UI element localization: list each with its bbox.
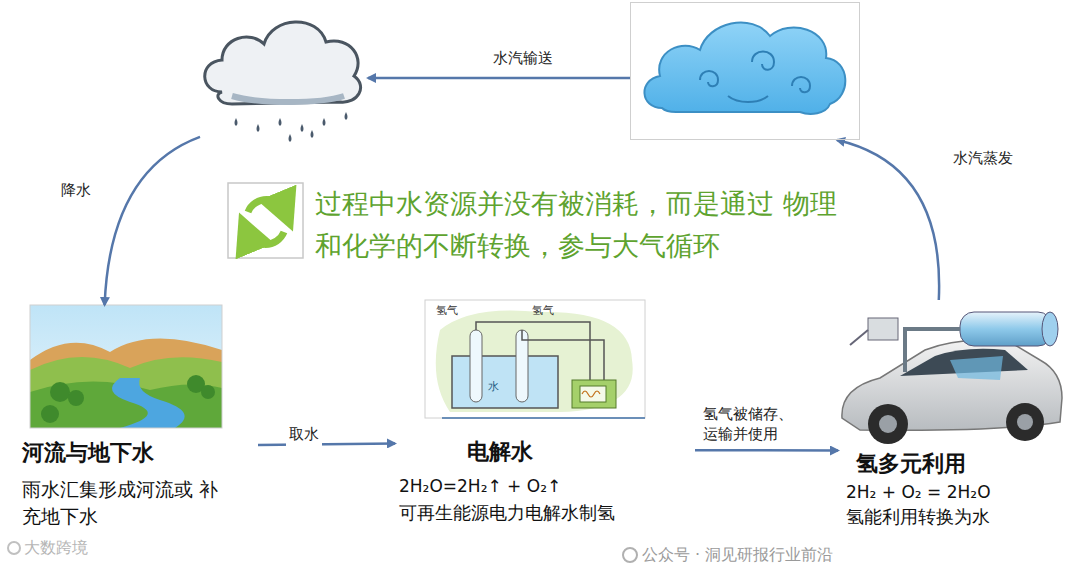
stage-heading: 氢多元利用 xyxy=(856,450,1078,479)
vapour-cloud xyxy=(644,22,845,113)
water-label: 水 xyxy=(488,380,499,393)
watermark-icon xyxy=(623,548,637,562)
watermark-icon xyxy=(8,542,20,554)
stage-node: 电解水 2H₂O=2H₂↑ + O₂↑ 可再生能源电力电解水制氢 xyxy=(395,300,695,524)
watermark: 公众号 · 洞见研报行业前沿 xyxy=(642,545,833,564)
cloud-node xyxy=(630,2,860,140)
flow-arrow xyxy=(837,140,939,300)
recycle-icon xyxy=(228,183,303,258)
stage-heading: 电解水 xyxy=(467,438,695,467)
river-picture xyxy=(30,305,222,428)
watermark: 大数跨境 xyxy=(24,538,88,557)
reaction-formula: 2H₂O=2H₂↑ + O₂↑ xyxy=(399,475,695,497)
flow-arrow xyxy=(105,137,200,305)
gas-label: 氢气 xyxy=(532,304,554,317)
stage-node: 氢多元利用2H₂ + O₂ = 2H₂O氢能利用转换为水 xyxy=(838,300,1078,528)
arrow-label: 水汽输送 xyxy=(490,48,556,70)
summary-note: 过程中水资源并没有被消耗，而是通过 物理和化学的不断转换，参与大气循环 xyxy=(315,183,845,267)
picture-frame xyxy=(30,305,222,428)
flow-arrow xyxy=(368,77,630,80)
stage-description: 雨水汇集形成河流或 补充地下水 xyxy=(22,476,237,531)
stage-description: 氢能利用转换为水 xyxy=(846,505,1078,528)
reaction-formula: 2H₂ + O₂ = 2H₂O xyxy=(846,481,1078,503)
flow-arrow xyxy=(258,443,395,445)
arrow-label: 氢气被储存、运输并使用 xyxy=(700,404,806,445)
stage-description: 可再生能源电力电解水制氢 xyxy=(399,501,695,524)
stage-heading: 河流与地下水 xyxy=(22,439,258,468)
stage-node: 河流与地下水雨水汇集形成河流或 补充地下水 xyxy=(22,305,258,531)
electrolysis-picture xyxy=(425,300,645,418)
hydrogen-car xyxy=(842,312,1062,444)
arrow-label: 水汽蒸发 xyxy=(950,148,1016,170)
arrow-label: 降水 xyxy=(58,180,94,202)
gas-label: 氢气 xyxy=(436,304,458,317)
rain-cloud xyxy=(205,22,361,142)
arrow-label: 取水 xyxy=(286,424,322,446)
cloud-node xyxy=(200,8,368,148)
flow-arrow xyxy=(695,449,838,452)
